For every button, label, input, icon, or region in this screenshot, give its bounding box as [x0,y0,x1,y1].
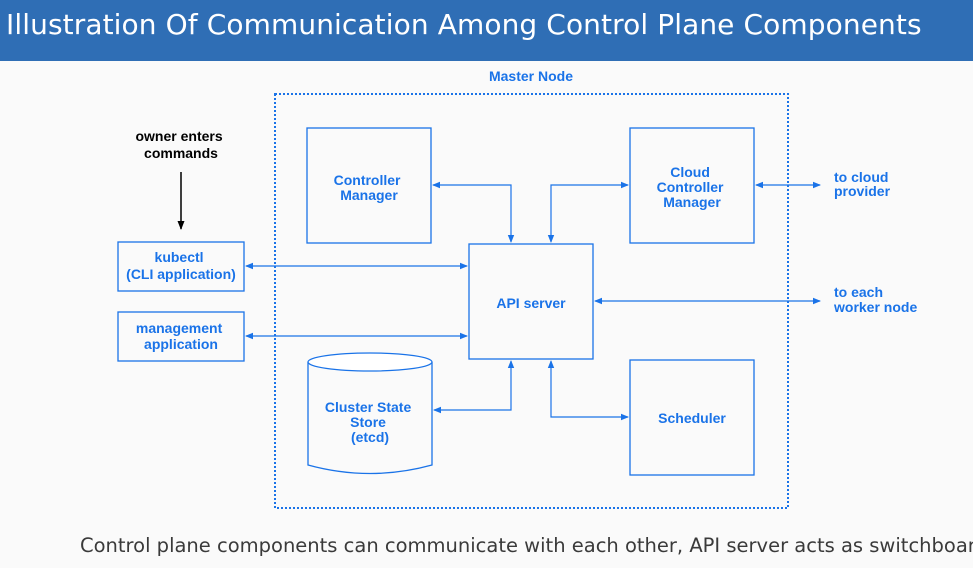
controller-manager-node: Controller Manager [306,127,432,244]
svg-text:Controller Manager: Controller Manager [334,172,405,203]
svg-text:Cloud Controller M: Cloud Controller Manager [657,164,728,210]
title-bar: Illustration Of Communication Among Cont… [0,0,973,61]
api-server-node: API server [468,243,594,360]
connector-cloud-controller-api [547,181,629,243]
worker-node-label: to each worker node [833,284,917,315]
connector-etcd-api [433,360,515,414]
kubectl-node: kubectl (CLI application) [117,241,245,292]
cluster-state-store-node: Cluster State Store (etcd) [307,352,433,475]
scheduler-node: Scheduler [629,359,755,476]
svg-text:kubectl (CLI applicatio: kubectl (CLI application) [126,249,236,282]
caption: Control plane components can communicate… [80,534,973,557]
svg-text:management application: management application [136,320,226,352]
master-node-label: Master Node [489,68,573,84]
owner-note: owner enters commands [135,128,226,161]
svg-text:Scheduler: Scheduler [658,410,726,426]
cloud-controller-manager-node: Cloud Controller Manager [629,127,755,244]
management-application-node: management application [117,311,245,362]
cloud-provider-label: to cloud provider [834,169,892,199]
svg-text:API server: API server [496,295,566,311]
connector-scheduler-api [547,360,629,421]
connector-controller-api [432,181,515,243]
svg-text:Cluster State Store: Cluster State Store (etcd) [325,399,415,445]
page-title: Illustration Of Communication Among Cont… [6,8,922,41]
